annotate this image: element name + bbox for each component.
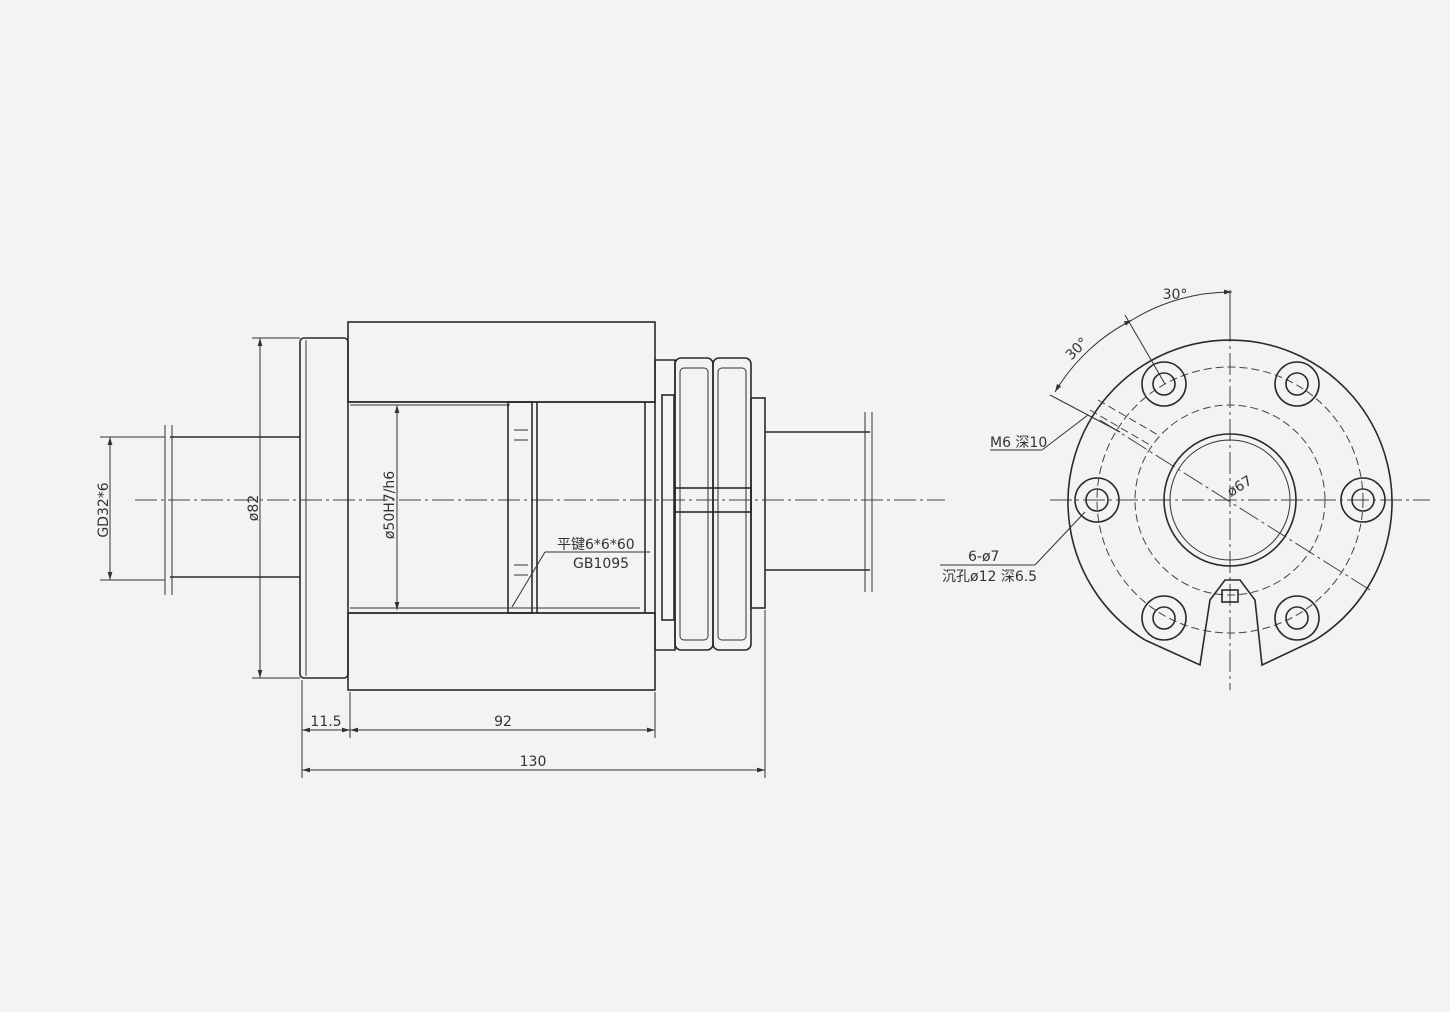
flange-dia-label: ø82 — [246, 495, 262, 521]
right-shaft — [765, 412, 873, 592]
dimensions: GD32*6 ø82 ø50H7/h6 平键6*6*60 GB1095 11.5… — [96, 337, 766, 778]
angle-2-label: 30° — [1163, 287, 1188, 303]
shaft-body — [348, 401, 655, 614]
bore-circle — [1163, 433, 1297, 567]
key-spec-label: 平键6*6*60 — [557, 537, 635, 553]
lock-nut — [654, 357, 766, 651]
dim-flange-label: 11.5 — [310, 714, 341, 730]
counterbore-label: 沉孔ø12 深6.5 — [942, 569, 1037, 585]
tapped-hole-label: M6 深10 — [990, 435, 1047, 451]
flange — [299, 337, 349, 679]
side-view: GD32*6 ø82 ø50H7/h6 平键6*6*60 GB1095 11.5… — [96, 321, 945, 778]
angle-dimensions: 30° 30° ø67 — [1049, 287, 1255, 501]
bore-dia-label: ø67 — [1224, 473, 1255, 501]
dim-housing-label: 92 — [494, 714, 512, 730]
tapped-hole — [1089, 399, 1159, 446]
bolt-circle — [1096, 366, 1364, 634]
thread-dim-label: GD32*6 — [96, 482, 112, 537]
mounting-holes — [1074, 361, 1386, 641]
end-view: 30° 30° ø67 M6 深10 6-ø7 沉孔ø12 深6.5 — [940, 287, 1430, 690]
holes-label: 6-ø7 — [968, 549, 999, 565]
bore-fit-label: ø50H7/h6 — [382, 471, 398, 539]
key-standard-label: GB1095 — [573, 556, 629, 572]
leaders: M6 深10 6-ø7 沉孔ø12 深6.5 — [940, 414, 1089, 585]
left-shaft — [164, 425, 300, 595]
angle-1-label: 30° — [1063, 335, 1092, 364]
dim-total-label: 130 — [520, 754, 547, 770]
outer-flange-circle — [1067, 339, 1393, 641]
